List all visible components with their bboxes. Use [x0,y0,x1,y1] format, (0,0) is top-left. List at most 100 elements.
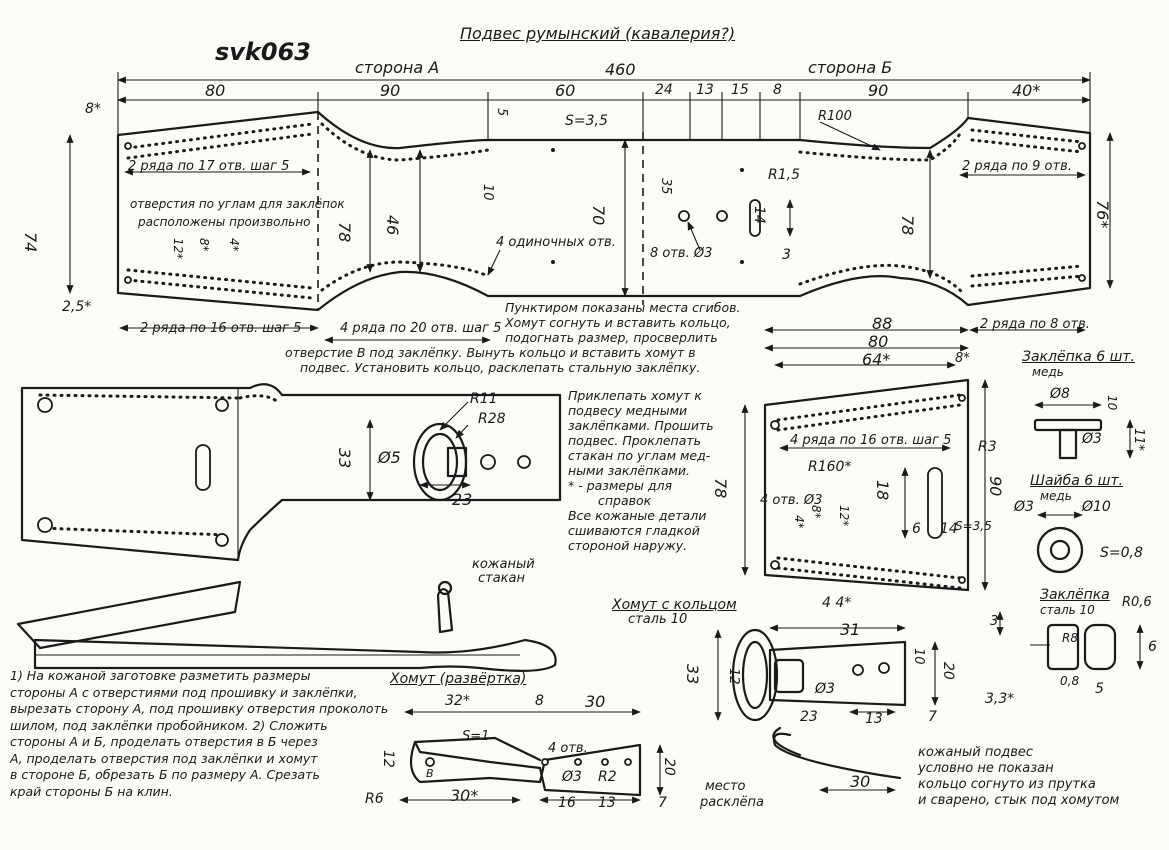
dim-76: 76* [1093,200,1112,229]
clamp-unfold-16: 16 [558,795,576,811]
instruction-1-line: отверстие В под заклёпку. Вынуть кольцо … [285,345,696,360]
drawing-code: svk063 [215,38,311,66]
clamp-unfold-s: S=1 [462,729,490,744]
clamp-ring-20: 20 [940,662,956,680]
cup-holes: 4 отв. Ø3 [760,493,823,508]
instruction-2-line: справок [598,493,652,508]
washer-material: медь [1040,489,1072,503]
clamp-ring-title: Хомут с кольцом [612,597,737,613]
instruction-3-line: шилом, под заклёпки пробойником. 2) Слож… [10,717,328,733]
instruction-block-1: Пунктиром показаны места сгибов. Хомут с… [285,300,740,375]
steel-rivet-6: 6 [1148,639,1157,655]
clamp-unfold-32: 32* [445,693,470,709]
cup-90: 90 [986,476,1005,497]
rivets-note-2: расположены произвольно [138,215,311,229]
washer-drawing [1036,511,1084,574]
clamp-unfold-13: 13 [598,795,616,811]
cup-8b: 8* [809,505,823,519]
steel-rivet-33: 3,3* [985,691,1015,707]
instruction-3-line: стороны А и Б, проделать отверстия в Б ч… [10,734,318,749]
dim-78a: 78 [335,222,354,243]
single-holes-note: 4 одиночных отв. [496,235,616,250]
dim-80: 80 [205,81,226,100]
rows-b-bottom: 2 ряда по 8 отв. [980,317,1090,332]
rows-b-top: 2 ряда по 9 отв. [962,159,1072,174]
clamp-ring-23: 23 [800,709,818,725]
cup-88: 88 [872,314,893,333]
steel-rivet-r8: R8 [1062,631,1078,645]
thickness-main: S=3,5 [565,113,608,129]
clamp-unfold-r2: R2 [598,769,617,785]
dim-90b: 90 [868,81,889,100]
instruction-3-line: вырезать сторону А, под прошивку отверст… [10,701,389,716]
dim-total: 460 [605,60,636,79]
instruction-2-line: стакан по углам мед- [568,448,711,463]
rows-mid-bottom: 4 ряда по 20 отв. шаг 5 [340,321,502,336]
footer-note: кожаный подвес условно не показан кольцо… [918,745,1119,809]
dim-13: 13 [696,82,714,98]
instruction-2-line: сшиваются гладкой [568,523,700,538]
instruction-2-line: * - размеры для [568,478,672,493]
cup-8: 8* [955,351,970,366]
cup-12: 12* [837,505,851,527]
instruction-2-line: ными заклёпками. [568,463,691,478]
assembled-view [20,383,562,562]
clamp-ring-33: 33 [683,664,702,685]
assembly-23: 23 [452,490,473,509]
cup-4: 4* [792,515,806,529]
dim-3: 3 [782,247,791,263]
assembly-33: 33 [335,448,354,469]
instruction-3-line: А, проделать отверстия под заклёпки и хо… [10,750,318,766]
instruction-3-line: край стороны Б на клин. [10,783,173,799]
dim-40: 40* [1012,81,1041,100]
assembly-r28: R28 [478,411,506,427]
side-b-label: сторона Б [808,58,893,77]
dim-35: 35 [658,178,673,195]
dim-2-5: 2,5* [62,299,92,315]
washer-s: S=0,8 [1100,545,1143,561]
instruction-2-line: стороной наружу. [568,538,688,553]
dim-r1-5: R1,5 [768,167,800,183]
copper-rivet-d8: Ø8 [1050,386,1070,402]
copper-rivet-title: Заклёпка 6 шт. [1022,349,1135,365]
clamp-unfold-20: 20 [661,758,677,776]
steel-rivet-drawing [996,611,1144,671]
clamp-unfold-8: 8 [535,693,544,709]
instruction-3-line: в стороне Б, обрезать Б по размеру А. Ср… [10,767,320,782]
clamp-unfold-30: 30 [585,692,606,711]
clamp-ring-31: 31 [840,620,861,639]
cup-14: 14 [940,521,958,537]
instruction-2-line: подвесу медными [568,403,688,418]
dim-5: 5 [494,108,509,117]
dim-24: 24 [655,82,673,98]
holes-8-note: 8 отв. Ø3 [650,246,713,261]
washer-d10: Ø10 [1082,499,1111,515]
dim-8: 8 [773,82,782,98]
clamp-unfold-b: В [426,767,434,780]
radius-r100: R100 [818,109,852,124]
assembly-d5: Ø5 [378,448,401,467]
instruction-1-line: Хомут согнуть и вставить кольцо, [505,315,731,330]
cup-78: 78 [711,478,730,499]
steel-rivet-material: сталь 10 [1040,603,1095,617]
copper-rivet-material: медь [1032,365,1064,379]
copper-rivet-11: 11* [1131,428,1146,452]
clamp-unfold-title: Хомут (развёртка) [390,671,527,687]
copper-rivet-drawing [1033,401,1134,460]
clamp-unfold-holes: 4 отв. [548,741,588,756]
drawing-title: Подвес румынский (кавалерия?) [460,24,736,43]
cup-64: 64* [862,350,891,369]
clamp-unfold [399,708,664,804]
clamp-ring-7: 7 [928,709,937,725]
copper-rivet-10: 10 [1105,395,1119,411]
cup-label-1: кожаный [472,557,535,572]
instruction-block-2: Приклепать хомут к подвесу медными заклё… [568,388,714,553]
instruction-1-line: подогнать размер, просверлить [505,330,718,345]
cup-18: 18 [873,480,892,501]
dim-12-star: 12* [171,238,185,260]
dim-78b: 78 [898,215,917,236]
dim-60: 60 [555,81,576,100]
rivets-note-1: отверстия по углам для заклёпок [130,197,345,211]
instruction-2-line: заклёпками. Прошить [568,418,714,433]
